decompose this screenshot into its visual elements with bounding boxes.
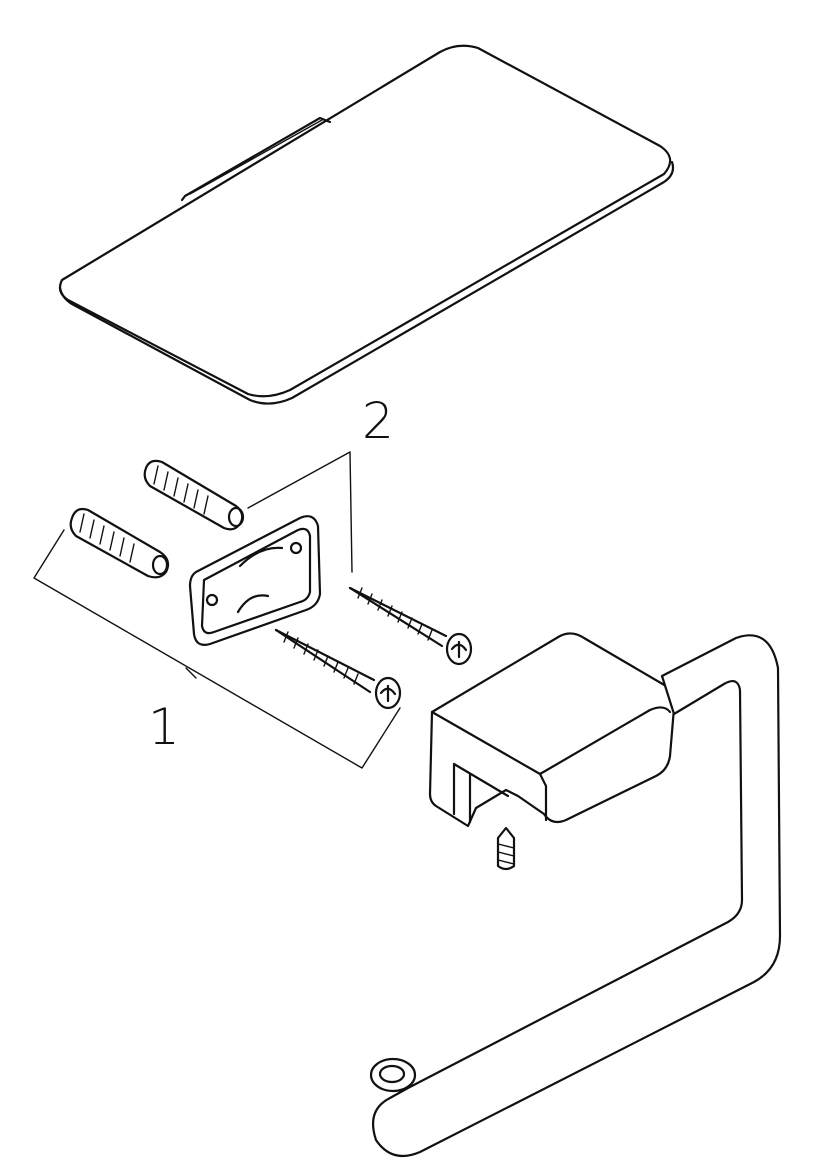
screw-lower (274, 628, 402, 710)
set-screw (496, 826, 516, 871)
part-label-2: 2 (362, 392, 394, 450)
holder-body (428, 632, 676, 828)
part-label-1: 1 (148, 698, 180, 756)
holder-arm (369, 634, 782, 1158)
group-bracket-2 (247, 451, 353, 573)
mounting-bracket (188, 515, 322, 646)
wall-anchor-upper (143, 459, 245, 531)
shelf-plate (58, 44, 675, 405)
screw-upper (348, 586, 473, 666)
group-bracket-1 (33, 529, 401, 769)
wall-anchor-lower (69, 507, 170, 579)
